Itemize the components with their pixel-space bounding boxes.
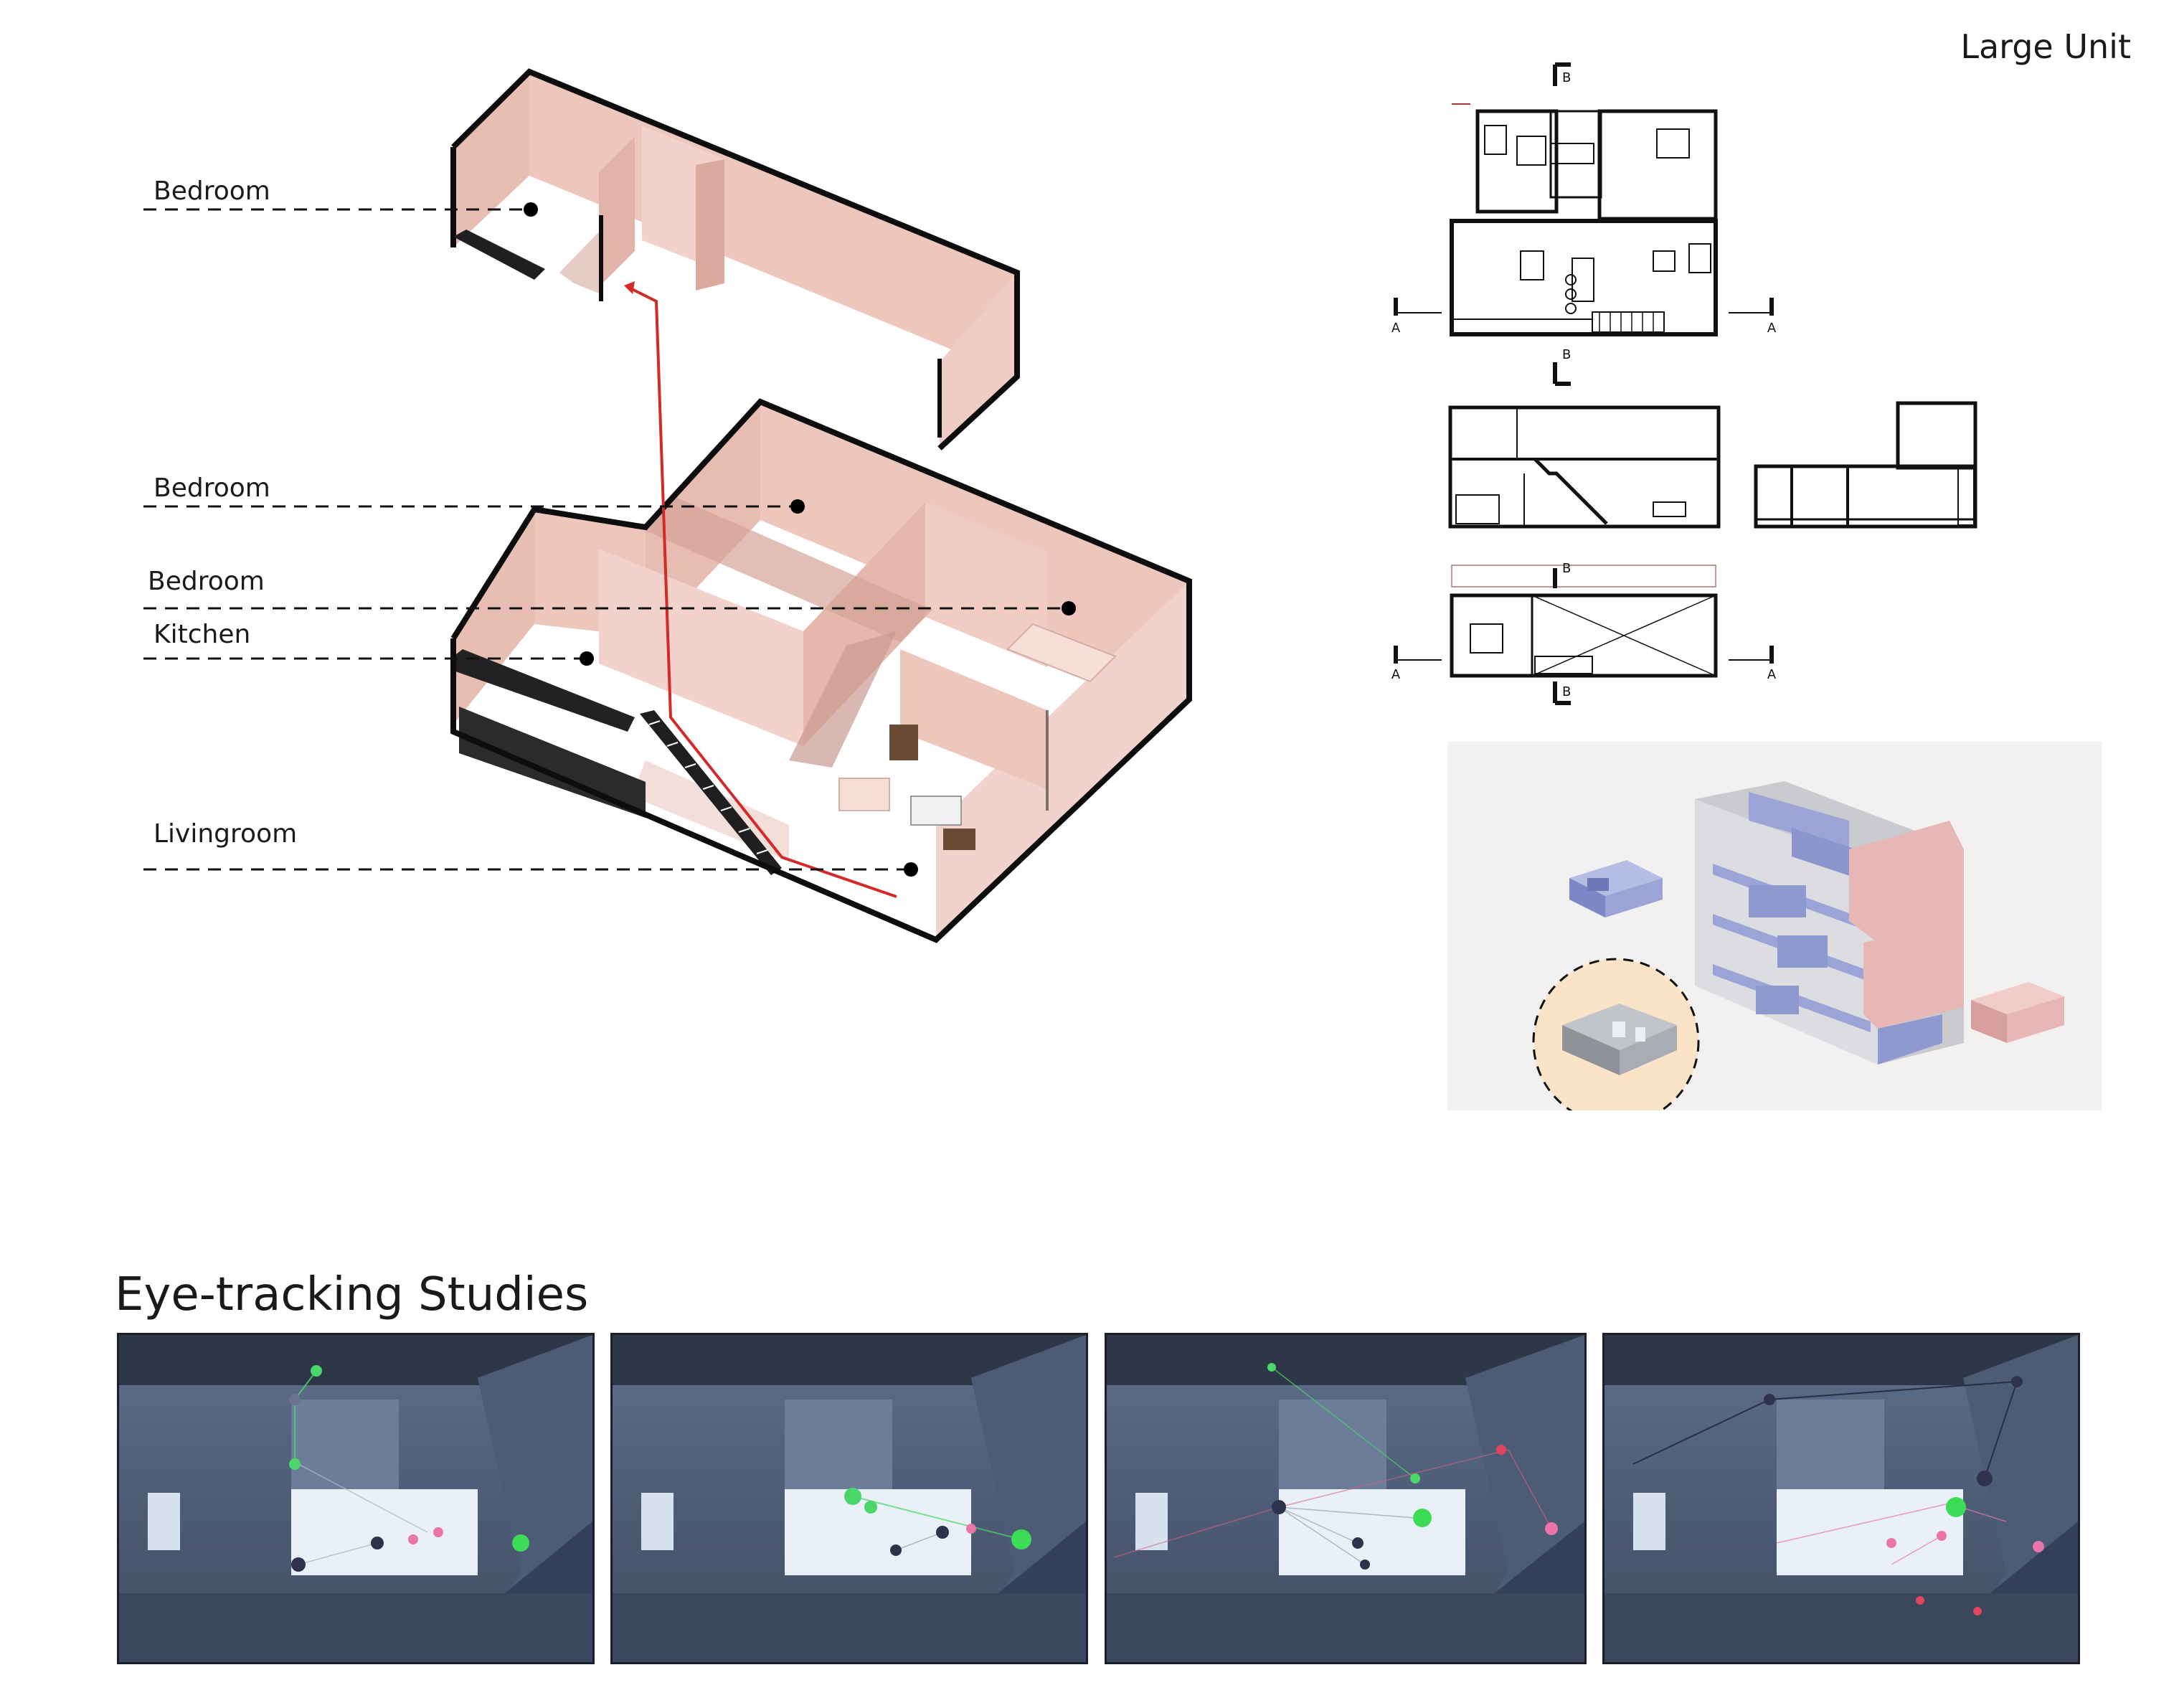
label-bedroom-upper: Bedroom (153, 176, 270, 206)
tv-console (943, 829, 975, 850)
interior-wall-a (599, 549, 803, 746)
blue-unit-exploded (1569, 860, 1663, 917)
dot-kitchen (580, 651, 594, 666)
eye-tracking-frame-4 (1602, 1333, 2080, 1664)
eye-tracking-frame-3 (1105, 1333, 1587, 1664)
page-title: Large Unit (1960, 27, 2131, 66)
room-dots (524, 202, 1076, 877)
staircase (640, 710, 782, 875)
label-bedroom-middle: Bedroom (153, 473, 270, 503)
upper-mark-a-right: A (1767, 667, 1777, 682)
interior-shadow-2 (789, 631, 897, 768)
label-bedroom-right: Bedroom (148, 567, 265, 596)
mark-a-right: A (1767, 321, 1777, 336)
pink-unit-exploded (1971, 982, 2064, 1043)
lower-floor-plan (1450, 103, 1718, 336)
dot-bedroom-upper (524, 202, 538, 217)
main-building (1695, 781, 1964, 1065)
kitchen-counter-dark (453, 649, 635, 732)
bedroom-bed (1006, 623, 1117, 683)
coffee-table (910, 796, 962, 826)
upper-mark-a-left: A (1391, 667, 1401, 682)
label-kitchen: Kitchen (153, 620, 251, 649)
upper-floor-plan (1450, 565, 1718, 678)
upper-mark-b-bottom: B (1562, 684, 1571, 699)
mark-b-bottom: B (1562, 347, 1571, 362)
ottoman (838, 778, 890, 811)
kitchen-lower-dark (459, 707, 646, 818)
dot-bedroom-middle (790, 499, 805, 514)
upper-outline (451, 68, 1020, 450)
axonometric-diagram (143, 68, 1192, 943)
mark-b-top: B (1562, 70, 1571, 85)
dot-livingroom (904, 862, 918, 877)
upper-volume (450, 68, 1020, 450)
eye-tracking-title: Eye-tracking Studies (115, 1268, 589, 1321)
upper-partition-3 (696, 159, 724, 291)
upper-left-wall (453, 72, 529, 247)
section-markers-lower (1394, 62, 1774, 386)
grey-unit (1562, 1004, 1677, 1075)
interior-wall-d (900, 649, 1047, 789)
upper-mark-b-top: B (1562, 561, 1571, 576)
label-livingroom: Livingroom (153, 819, 298, 849)
eye-tracking-frame-1 (117, 1333, 595, 1664)
section-a (1448, 405, 1721, 529)
upper-right-wall (940, 273, 1017, 448)
plans-and-sections: A A B B (1391, 62, 1977, 705)
pink-volumes (1849, 821, 1964, 1029)
interior-shadow-1 (646, 495, 932, 642)
stair-steps (648, 720, 768, 854)
path-arrow (624, 281, 635, 294)
eye-scene-1 (119, 1335, 592, 1662)
upper-dark-bench (453, 230, 545, 280)
eye-tracking-frame-2 (610, 1333, 1088, 1664)
dot-bedroom-right (1062, 601, 1076, 615)
mark-a-left: A (1391, 321, 1401, 336)
blue-volumes (1749, 885, 1942, 1065)
upper-shadow (559, 230, 601, 294)
side-cabinet (889, 725, 918, 760)
lower-right-wall (936, 581, 1189, 940)
eye-scene-4 (1604, 1335, 2078, 1662)
section-b (1754, 401, 1977, 529)
lower-volume (450, 398, 1192, 943)
interior-wall-c (925, 502, 1047, 667)
eye-scene-3 (1107, 1335, 1584, 1662)
room-leaders (143, 208, 1069, 871)
eye-scene-2 (613, 1335, 1086, 1662)
upper-partition-1 (599, 136, 635, 287)
building-massing-model (1447, 742, 2102, 1110)
lower-outline (450, 398, 1192, 943)
